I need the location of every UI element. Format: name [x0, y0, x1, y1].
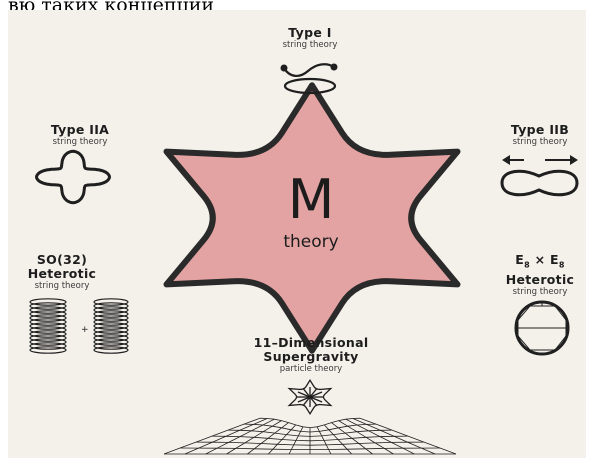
- type-iia-title: Type IIA: [30, 123, 130, 137]
- type-iib-label: Type IIB string theory: [490, 123, 590, 147]
- coil-ring: [94, 347, 128, 353]
- so32-cylinders-icon: +: [30, 299, 128, 353]
- type-i-title: Type I: [262, 26, 358, 40]
- so32-title-line2: Heterotic: [14, 267, 110, 281]
- type-iib-arrows-icon: [502, 155, 578, 165]
- svg-text:+: +: [81, 325, 89, 335]
- m-theory-word: theory: [266, 232, 356, 252]
- type-iib-subtitle: string theory: [490, 137, 590, 147]
- so32-label: SO(32) Heterotic string theory: [14, 253, 110, 291]
- supergravity-title-line2: Supergravity: [236, 350, 386, 364]
- e8-subtitle: string theory: [492, 287, 588, 297]
- supergravity-title-line1: 11–Dimensional: [236, 336, 386, 350]
- type-iia-subtitle: string theory: [30, 137, 130, 147]
- type-i-subtitle: string theory: [262, 40, 358, 50]
- e8-title-e: E: [515, 252, 524, 267]
- so32-title-line1: SO(32): [14, 253, 110, 267]
- supergravity-subtitle: particle theory: [236, 364, 386, 374]
- type-iia-label: Type IIA string theory: [30, 123, 130, 147]
- e8-title-sub2: 8: [559, 261, 565, 270]
- type-iib-title: Type IIB: [490, 123, 590, 137]
- m-theory-letter: M: [266, 172, 356, 228]
- e8-title-line2: Heterotic: [492, 273, 588, 287]
- e8-title-mid: × E: [530, 252, 559, 267]
- supergravity-mesh-icon: [164, 418, 456, 454]
- supergravity-star-icon: [289, 380, 331, 414]
- coil-ring: [30, 347, 66, 353]
- type-iia-loop-icon: [37, 151, 110, 202]
- e8-label: E8 × E8 Heterotic string theory: [492, 253, 588, 297]
- type-iib-peanut-loop-icon: [502, 171, 577, 194]
- so32-subtitle: string theory: [14, 281, 110, 291]
- mesh-line: [260, 418, 360, 427]
- supergravity-label: 11–Dimensional Supergravity particle the…: [236, 336, 386, 374]
- e8-title-line1: E8 × E8: [492, 253, 588, 273]
- type-i-label: Type I string theory: [262, 26, 358, 50]
- e8-circle-icon: [516, 302, 568, 354]
